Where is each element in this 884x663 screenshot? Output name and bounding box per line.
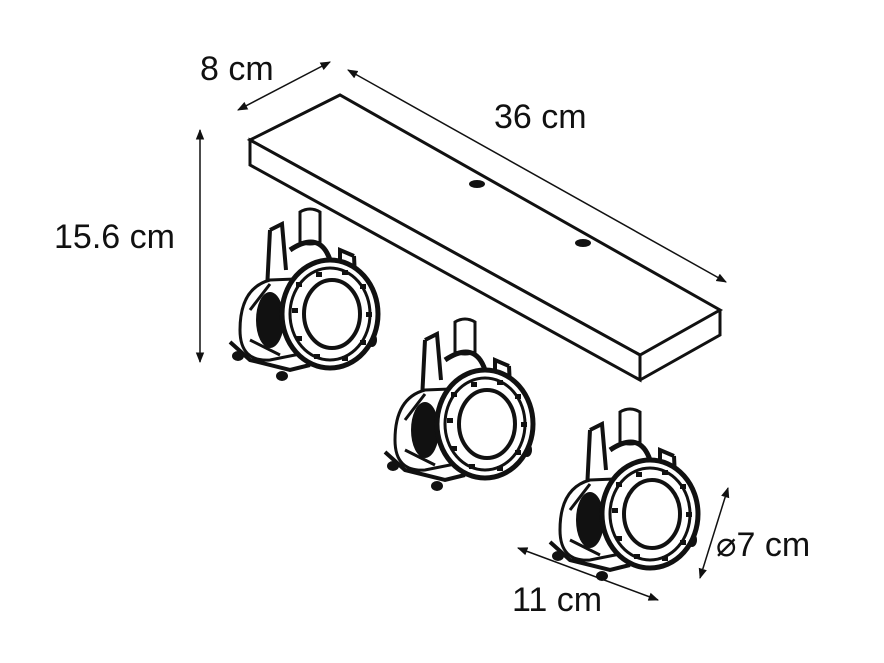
spotlight-2 xyxy=(385,319,533,491)
diameter-dimension-line xyxy=(698,486,730,580)
diameter-label: ⌀7 cm xyxy=(716,526,811,564)
length-dimension-line xyxy=(347,69,727,283)
depth-dimension-line xyxy=(237,61,331,111)
depth-label: 8 cm xyxy=(200,50,274,88)
spotlight-1 xyxy=(230,209,378,381)
spotlight-3 xyxy=(550,409,698,581)
spot-depth-label: 11 cm xyxy=(512,581,603,619)
height-label: 15.6 cm xyxy=(54,218,175,256)
spot-depth-dimension-line xyxy=(517,547,659,601)
length-label: 36 cm xyxy=(494,98,587,136)
dimension-lines xyxy=(195,61,730,601)
